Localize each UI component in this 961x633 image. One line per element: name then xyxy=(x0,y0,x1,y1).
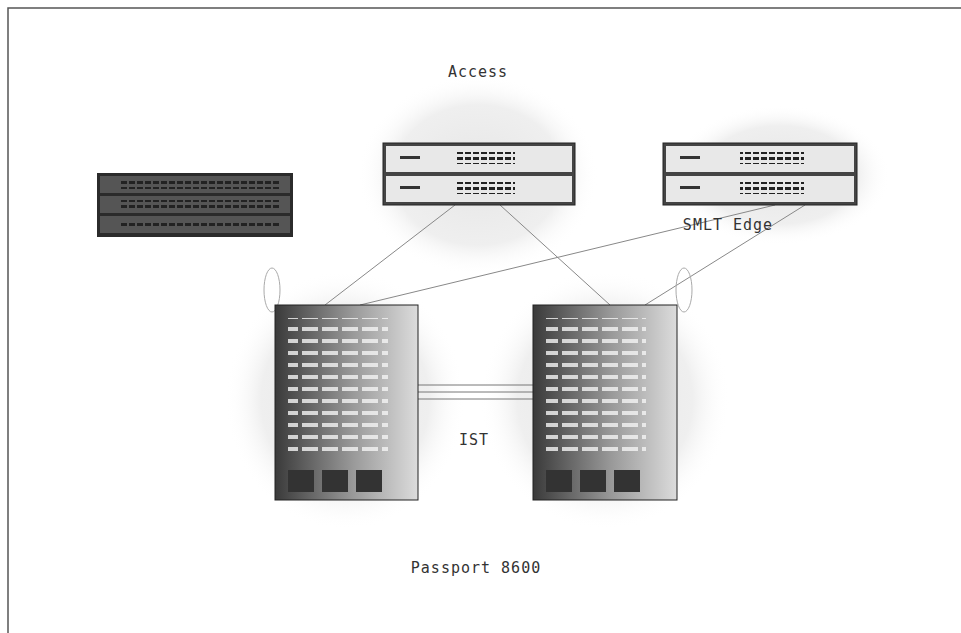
mlt-oval xyxy=(676,268,692,312)
core-cloud xyxy=(480,270,730,530)
tier-label: Access xyxy=(445,62,511,82)
uplink-lines xyxy=(325,205,805,305)
access-cloud xyxy=(358,75,598,275)
passport-chassis xyxy=(533,305,677,500)
device-label: Passport 8600 xyxy=(408,558,544,578)
ist-links xyxy=(418,385,533,399)
passport-chassis xyxy=(275,305,418,500)
tier-label: SMLT Edge xyxy=(680,215,776,235)
link-label: IST xyxy=(456,430,492,450)
frame-border xyxy=(8,8,961,633)
core-cloud xyxy=(225,270,465,530)
switch-stack xyxy=(663,143,857,205)
switch-stack xyxy=(97,173,293,237)
switch-stack xyxy=(383,143,575,205)
